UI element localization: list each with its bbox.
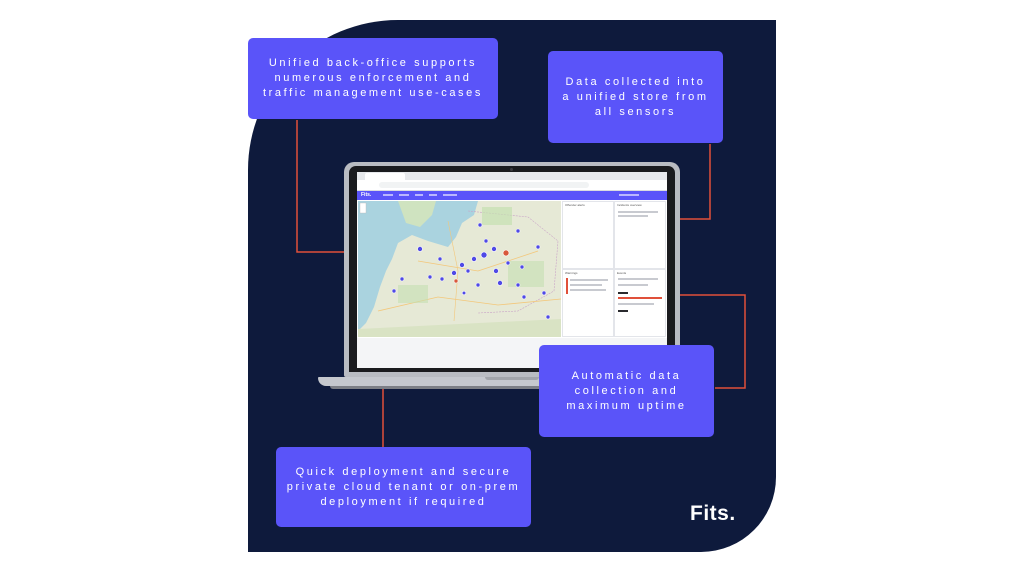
map-marker[interactable] bbox=[439, 276, 445, 282]
map-marker[interactable] bbox=[417, 246, 423, 252]
laptop-screen: Fits. bbox=[357, 172, 667, 368]
pane-row bbox=[618, 303, 654, 305]
laptop-base bbox=[318, 377, 706, 386]
map-marker[interactable] bbox=[399, 276, 405, 282]
map-marker[interactable] bbox=[461, 290, 467, 296]
browser-tab[interactable] bbox=[365, 173, 405, 180]
pane-top-right: Incidents overview bbox=[614, 201, 666, 269]
map-markers[interactable] bbox=[391, 222, 551, 320]
nav-item[interactable] bbox=[383, 194, 393, 196]
alert-marker[interactable] bbox=[502, 249, 510, 257]
feature-box-data-store: Data collected into a unified store from… bbox=[548, 51, 723, 143]
nav-item[interactable] bbox=[429, 194, 437, 196]
nav-item[interactable] bbox=[399, 194, 409, 196]
laptop-shadow bbox=[330, 386, 694, 389]
map-marker[interactable] bbox=[497, 280, 503, 286]
pane-row bbox=[618, 278, 658, 280]
map-marker[interactable] bbox=[475, 282, 481, 288]
map-marker[interactable] bbox=[427, 274, 433, 280]
pane-title: Offender alerts bbox=[565, 203, 585, 207]
pane-row bbox=[618, 310, 628, 312]
pane-row bbox=[570, 289, 606, 291]
pane-row bbox=[618, 292, 628, 294]
map-marker[interactable] bbox=[480, 251, 488, 259]
laptop-notch bbox=[485, 377, 539, 380]
alert-marker[interactable] bbox=[453, 278, 459, 284]
pane-row bbox=[618, 211, 658, 213]
user-menu[interactable] bbox=[619, 194, 639, 196]
map-marker[interactable] bbox=[483, 238, 489, 244]
map-marker[interactable] bbox=[541, 290, 547, 296]
pane-row bbox=[618, 284, 648, 286]
pane-row bbox=[570, 279, 608, 281]
pane-bottom-middle: Warnings bbox=[562, 269, 614, 337]
browser-tabstrip bbox=[357, 172, 667, 180]
camera-icon bbox=[510, 168, 513, 171]
feature-box-deployment: Quick deployment and secure private clou… bbox=[276, 447, 531, 527]
pane-row bbox=[570, 284, 602, 286]
map-marker[interactable] bbox=[515, 228, 521, 234]
connector-automatic bbox=[676, 294, 746, 389]
browser-address-bar[interactable] bbox=[357, 180, 667, 191]
map-marker[interactable] bbox=[545, 314, 551, 320]
map-marker[interactable] bbox=[505, 260, 511, 266]
warning-flag bbox=[566, 278, 568, 294]
app-header: Fits. bbox=[357, 191, 667, 200]
map-marker[interactable] bbox=[491, 246, 497, 252]
zoom-control[interactable] bbox=[359, 202, 367, 214]
map-canvas[interactable] bbox=[358, 201, 561, 337]
connector-backoffice bbox=[296, 120, 348, 253]
map-marker[interactable] bbox=[471, 256, 477, 262]
nav-item[interactable] bbox=[415, 194, 423, 196]
nav-item[interactable] bbox=[443, 194, 457, 196]
map-marker[interactable] bbox=[451, 270, 457, 276]
app-brand: Fits. bbox=[361, 192, 372, 198]
map-view[interactable] bbox=[358, 201, 561, 337]
map-marker[interactable] bbox=[477, 222, 483, 228]
map-marker[interactable] bbox=[535, 244, 541, 250]
pane-title: Events bbox=[617, 271, 627, 275]
feature-box-backoffice: Unified back-office supports numerous en… bbox=[248, 38, 498, 119]
map-marker[interactable] bbox=[391, 288, 397, 294]
pane-top-middle: Offender alerts bbox=[562, 201, 614, 269]
map-marker[interactable] bbox=[459, 262, 465, 268]
pane-row bbox=[618, 215, 648, 217]
url-field[interactable] bbox=[379, 182, 589, 188]
map-marker[interactable] bbox=[493, 268, 499, 274]
pane-title: Warnings bbox=[565, 271, 578, 275]
feature-box-automatic: Automatic data collection and maximum up… bbox=[539, 345, 714, 437]
pane-title: Incidents overview bbox=[617, 203, 642, 207]
fits-logo: Fits. bbox=[690, 502, 736, 525]
pane-row-alert bbox=[618, 297, 662, 299]
map-marker[interactable] bbox=[519, 264, 525, 270]
map-marker[interactable] bbox=[515, 282, 521, 288]
connector-data-store bbox=[676, 144, 711, 220]
map-marker[interactable] bbox=[465, 268, 471, 274]
map-marker[interactable] bbox=[521, 294, 527, 300]
map-marker[interactable] bbox=[437, 256, 443, 262]
pane-bottom-right: Events bbox=[614, 269, 666, 337]
